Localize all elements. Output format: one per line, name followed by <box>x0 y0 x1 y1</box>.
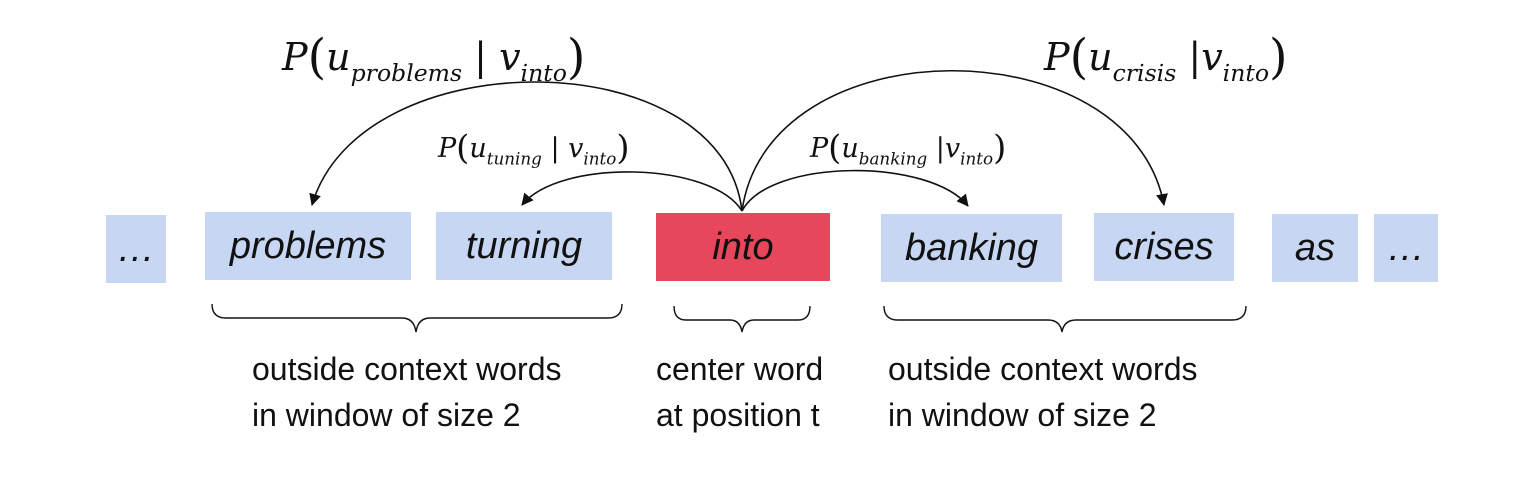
brace-left-context <box>211 303 623 333</box>
word-box-into-center: into <box>656 213 830 281</box>
caption-center-word: center word at position t <box>656 346 823 438</box>
brace-center-word <box>673 305 811 333</box>
arc-into-to-turning <box>521 171 743 212</box>
word-box-ellipsis-right: … <box>1374 214 1438 282</box>
word-box-turning: turning <box>436 212 612 280</box>
brace-right-context <box>883 305 1247 333</box>
prob-label-banking: P(ubanking |vinto) <box>810 128 1007 169</box>
word-label: banking <box>904 226 1039 269</box>
word-box-banking: banking <box>881 214 1062 282</box>
word-label: crises <box>1114 225 1214 268</box>
word-label: … <box>117 227 155 270</box>
prob-label-problems: P(uproblems | vinto) <box>282 30 586 87</box>
word-box-as: as <box>1272 214 1358 282</box>
caption-line: in window of size 2 <box>252 397 521 433</box>
caption-line: at position t <box>656 397 820 433</box>
caption-left-context: outside context words in window of size … <box>252 346 562 438</box>
arc-into-to-banking <box>741 169 969 212</box>
arc-into-to-problems <box>309 81 743 212</box>
word-box-problems: problems <box>205 212 411 280</box>
word-label: … <box>1387 226 1425 269</box>
caption-line: outside context words <box>252 351 562 387</box>
caption-line: outside context words <box>888 351 1198 387</box>
word-box-crises: crises <box>1094 213 1234 281</box>
prob-label-crisis: P(ucrisis |vinto) <box>1044 30 1288 87</box>
word-label: into <box>712 225 774 268</box>
caption-right-context: outside context words in window of size … <box>888 346 1198 438</box>
caption-line: center word <box>656 351 824 387</box>
word-box-ellipsis-left: … <box>106 215 166 283</box>
caption-line: in window of size 2 <box>888 397 1157 433</box>
word-label: problems <box>229 224 387 267</box>
word-label: turning <box>465 224 583 267</box>
word-label: as <box>1294 226 1336 269</box>
arc-into-to-crises <box>741 69 1168 212</box>
prob-label-turning: P(utuning | vinto) <box>438 128 630 169</box>
